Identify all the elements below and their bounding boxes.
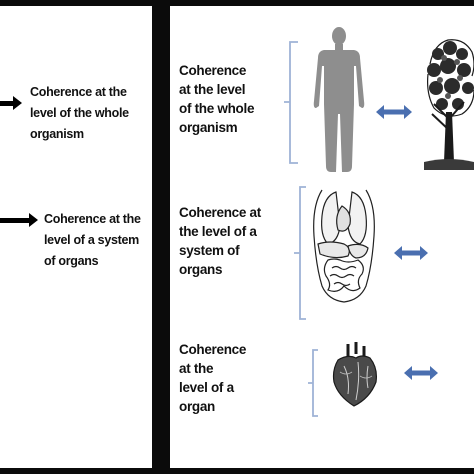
row-label: Coherence at the level of a system of or… (179, 205, 261, 277)
human-body-icon (313, 27, 365, 172)
double-arrow-icon (394, 246, 428, 260)
torso-organs-icon (313, 189, 375, 303)
bracket-icon (308, 349, 318, 417)
arrow-right-icon (0, 96, 22, 110)
left-item-label: Coherence at the level of the whole orga… (30, 85, 129, 141)
double-arrow-icon (376, 105, 412, 119)
row-label: Coherence at the level of a organ (179, 342, 247, 414)
double-arrow-icon (404, 366, 438, 380)
bracket-icon (284, 41, 298, 164)
row-label: Coherence at the level of the whole orga… (179, 63, 255, 135)
bracket-icon (294, 186, 306, 320)
left-item-label: Coherence at the level of a system of or… (44, 212, 141, 268)
left-panel (0, 6, 152, 468)
heart-icon (332, 342, 377, 407)
right-panel (170, 6, 474, 468)
tree-icon (424, 34, 474, 170)
arrow-right-icon (0, 213, 38, 227)
